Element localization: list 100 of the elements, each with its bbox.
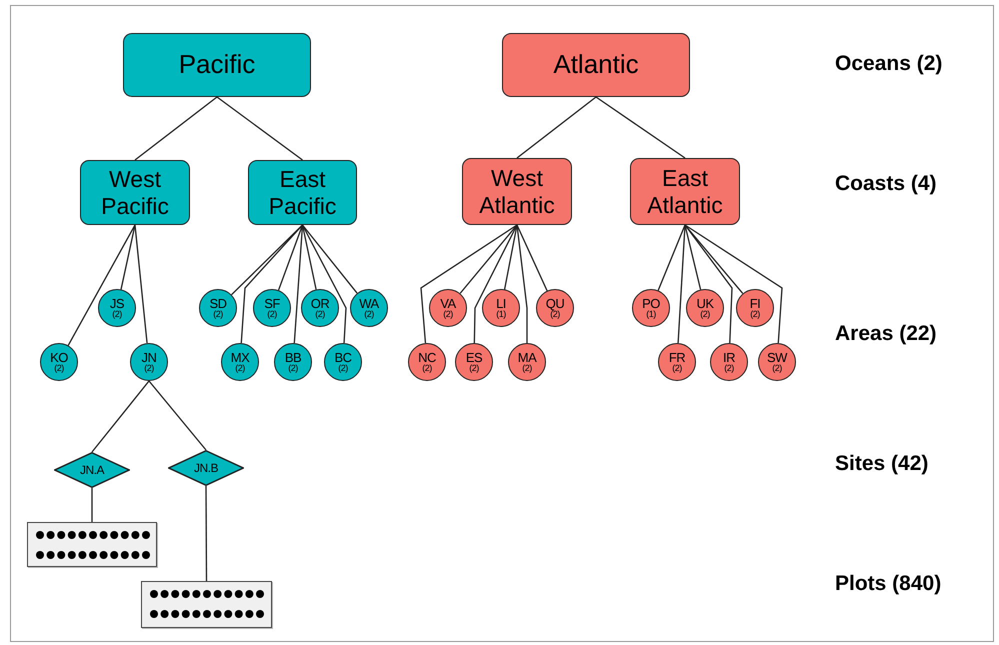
site-diamond <box>168 450 244 486</box>
area-code: JN <box>142 351 156 364</box>
level-label: Areas (22) <box>835 322 937 346</box>
area-circle <box>710 343 748 381</box>
area-circle <box>221 343 259 381</box>
connector-line <box>120 224 136 290</box>
connector-line <box>294 224 304 344</box>
area-count: (2) <box>443 310 453 319</box>
area-circle <box>130 343 168 381</box>
connector-line <box>216 96 303 161</box>
connector-line <box>302 224 358 294</box>
area-code: KO <box>50 351 68 364</box>
area-circle <box>686 289 724 327</box>
area-count: (2) <box>338 364 348 373</box>
area-count: (2) <box>772 364 782 373</box>
connector-line <box>474 224 518 344</box>
level-label: Plots (840) <box>835 572 942 596</box>
connector-line <box>92 380 150 452</box>
connector-line <box>148 380 206 450</box>
area-code: PO <box>642 297 660 310</box>
connector-line <box>91 488 93 522</box>
area-circle <box>301 289 339 327</box>
connector-line <box>240 224 303 344</box>
area-count: (1) <box>646 310 656 319</box>
area-count: (2) <box>422 364 432 373</box>
area-circle <box>508 343 546 381</box>
plot-box <box>27 522 157 567</box>
area-circle <box>253 289 291 327</box>
area-count: (2) <box>672 364 682 373</box>
area-count: (2) <box>315 310 325 319</box>
connector-line <box>516 96 596 159</box>
connector-line <box>460 224 518 294</box>
area-circle <box>736 289 774 327</box>
ocean-box: Atlantic <box>502 33 690 97</box>
connector-line <box>516 224 528 343</box>
area-count: (2) <box>213 310 223 319</box>
level-label: Oceans (2) <box>835 52 942 76</box>
area-count: (2) <box>724 364 734 373</box>
area-code: FR <box>668 351 686 364</box>
area-circle <box>199 289 237 327</box>
site-diamond <box>54 452 130 488</box>
coast-box: East Atlantic <box>630 158 740 225</box>
area-count: (1) <box>496 310 506 319</box>
area-circle <box>455 343 493 381</box>
connector-line <box>658 224 686 291</box>
level-label: Coasts (4) <box>835 172 937 196</box>
connector-line <box>278 224 304 290</box>
connector-line <box>677 224 686 344</box>
area-circle <box>408 343 446 381</box>
coast-box: West Pacific <box>80 160 190 225</box>
level-label: Sites (42) <box>835 452 928 476</box>
area-code: ES <box>466 351 482 364</box>
area-count: (2) <box>144 364 154 373</box>
connector-line <box>684 224 744 294</box>
area-circle <box>274 343 312 381</box>
area-count: (2) <box>54 364 64 373</box>
area-code: NC <box>418 351 436 364</box>
area-count: (2) <box>112 310 122 319</box>
area-code: LI <box>496 297 506 310</box>
site-code: JN.B <box>194 461 218 475</box>
area-code: IR <box>723 351 735 364</box>
area-circle <box>632 289 670 327</box>
connector-line <box>504 224 518 290</box>
connector-line <box>134 96 218 161</box>
area-code: QU <box>546 297 564 310</box>
area-code: MX <box>230 351 250 364</box>
area-circle <box>758 343 796 381</box>
coast-box: East Pacific <box>248 160 357 225</box>
area-circle <box>40 343 78 381</box>
area-code: OR <box>310 297 330 310</box>
site-code: JN.A <box>80 463 104 477</box>
area-count: (2) <box>550 310 560 319</box>
area-code: MA <box>518 351 536 364</box>
area-circle <box>350 289 388 327</box>
connector-line <box>134 224 148 344</box>
area-circle <box>482 289 520 327</box>
ocean-box: Pacific <box>123 33 311 97</box>
area-circle <box>324 343 362 381</box>
area-code: FI <box>750 297 760 310</box>
area-code: BB <box>284 351 302 364</box>
area-circle <box>658 343 696 381</box>
area-code: UK <box>696 297 714 310</box>
area-circle <box>98 289 136 327</box>
area-code: BC <box>334 351 352 364</box>
area-circle <box>536 289 574 327</box>
area-code: WA <box>359 297 379 310</box>
connector-line <box>420 224 518 344</box>
area-code: JS <box>110 297 124 310</box>
connector-line <box>516 224 548 291</box>
area-count: (2) <box>750 310 760 319</box>
area-code: SW <box>767 351 787 364</box>
area-count: (2) <box>522 364 532 373</box>
area-count: (2) <box>267 310 277 319</box>
area-count: (2) <box>364 310 374 319</box>
connector-line <box>684 224 702 290</box>
area-count: (2) <box>235 364 245 373</box>
area-code: VA <box>440 297 456 310</box>
coast-box: West Atlantic <box>462 158 572 225</box>
connector-line <box>68 224 136 346</box>
area-circle <box>429 289 467 327</box>
